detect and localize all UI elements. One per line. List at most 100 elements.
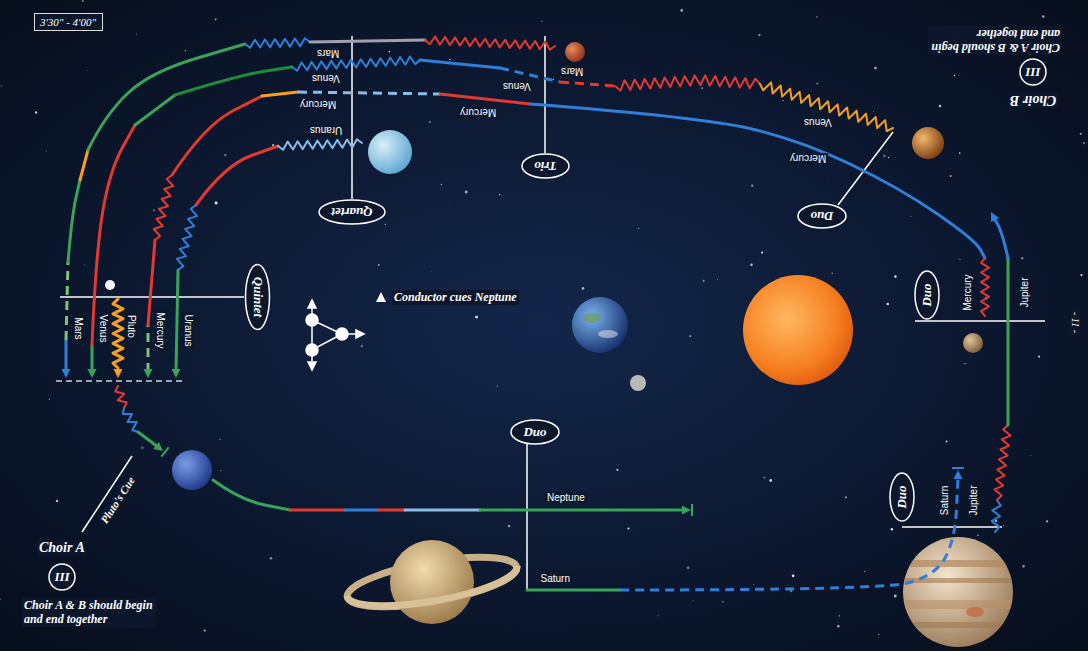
- jupiter-band: [900, 622, 1020, 628]
- star: [959, 152, 961, 154]
- zigzag-line: [115, 386, 126, 408]
- star: [429, 121, 431, 123]
- star: [887, 303, 890, 306]
- star-field: [0, 0, 1085, 635]
- dashed-line: [560, 82, 615, 86]
- ensemble-ellipse: Quintet: [244, 264, 270, 331]
- star: [431, 270, 433, 272]
- planet-label: Mercury: [458, 107, 498, 118]
- arrowhead: [88, 369, 97, 378]
- ellipse-shape: [319, 200, 385, 224]
- ellipse-shape: [798, 204, 846, 228]
- planets: [105, 42, 1020, 647]
- voice-line: [527, 589, 620, 592]
- star: [946, 441, 948, 443]
- star: [537, 78, 539, 80]
- neptune-planet: [172, 450, 212, 490]
- star: [616, 469, 618, 471]
- arrowhead: [114, 369, 123, 378]
- star: [894, 595, 897, 598]
- node-text: Duo: [919, 283, 935, 306]
- ellipse-shape: [522, 154, 569, 178]
- conductor-dot: [306, 314, 318, 326]
- end-bar: [691, 504, 693, 516]
- star: [792, 571, 794, 573]
- node-text: Duo: [894, 485, 910, 508]
- choir-note: Choir A & B should begin and end togethe…: [928, 26, 1062, 55]
- star: [792, 574, 795, 577]
- time-box: 3'30" - 4'00": [34, 13, 103, 31]
- box-shape: [34, 14, 102, 31]
- planet-label: Uranus: [183, 312, 194, 348]
- cue-triangle: [376, 292, 386, 302]
- duo-bracket: [526, 443, 528, 590]
- planet-label: Venus: [98, 312, 109, 344]
- planet-label: Mars: [559, 66, 585, 77]
- voice-line: [405, 509, 480, 512]
- circle-shape: [1020, 59, 1046, 85]
- ensemble-ellipse: Quartet: [318, 199, 386, 225]
- voice-line: [68, 180, 80, 262]
- star: [185, 50, 186, 51]
- choir-note: Choir A & B should begin and end togethe…: [22, 598, 156, 627]
- zigzag-line: [760, 82, 893, 131]
- bracket-lines: [56, 36, 1045, 590]
- node-text: Duo: [523, 424, 546, 440]
- star: [389, 51, 391, 53]
- zigzag-line: [981, 258, 989, 316]
- voice-line: [290, 509, 345, 512]
- star: [385, 224, 386, 225]
- star: [49, 399, 50, 400]
- star: [638, 227, 640, 229]
- star: [717, 278, 719, 280]
- planet-label: Jupiter: [1019, 275, 1030, 309]
- jupiter-band: [900, 600, 1020, 609]
- dashed-line: [147, 325, 150, 372]
- star: [883, 155, 886, 158]
- quintet-bracket: [60, 296, 244, 298]
- voice-line: [91, 345, 94, 372]
- pluto-planet: [105, 280, 115, 290]
- planet-label: Mercury: [155, 310, 166, 350]
- star: [361, 345, 363, 347]
- ensemble-ellipse: Duo: [797, 203, 847, 229]
- ellipse-shape: [245, 265, 269, 330]
- arrowhead: [144, 369, 153, 378]
- star: [964, 363, 966, 365]
- uranus-planet: [368, 130, 412, 174]
- voice-line: [172, 96, 262, 175]
- node-text: Trio: [534, 158, 557, 174]
- star: [959, 259, 960, 260]
- star: [1030, 455, 1031, 456]
- planet-label: Venus: [310, 73, 342, 84]
- planet-label: Pluto: [125, 313, 136, 340]
- star: [56, 500, 58, 502]
- star: [1, 85, 3, 87]
- star: [910, 216, 911, 217]
- star: [449, 59, 450, 60]
- star: [215, 18, 217, 20]
- star: [761, 252, 763, 254]
- star: [1003, 525, 1004, 526]
- trio-bracket: [544, 36, 546, 153]
- zigzag-line: [154, 175, 174, 240]
- star: [441, 184, 443, 186]
- star: [753, 584, 754, 585]
- voice-lines: [62, 37, 1011, 591]
- dashed-line: [500, 68, 560, 82]
- conductor-arrowhead: [356, 330, 364, 338]
- star: [832, 273, 833, 274]
- star: [763, 477, 765, 479]
- star: [136, 33, 138, 35]
- star: [215, 201, 218, 204]
- star: [627, 527, 629, 529]
- star: [1083, 142, 1085, 144]
- conductor-arrowhead: [308, 362, 316, 370]
- star: [680, 9, 683, 12]
- star: [891, 528, 893, 530]
- star: [837, 625, 839, 627]
- zigzag-line: [425, 37, 555, 50]
- star: [508, 525, 510, 527]
- star: [1046, 520, 1048, 522]
